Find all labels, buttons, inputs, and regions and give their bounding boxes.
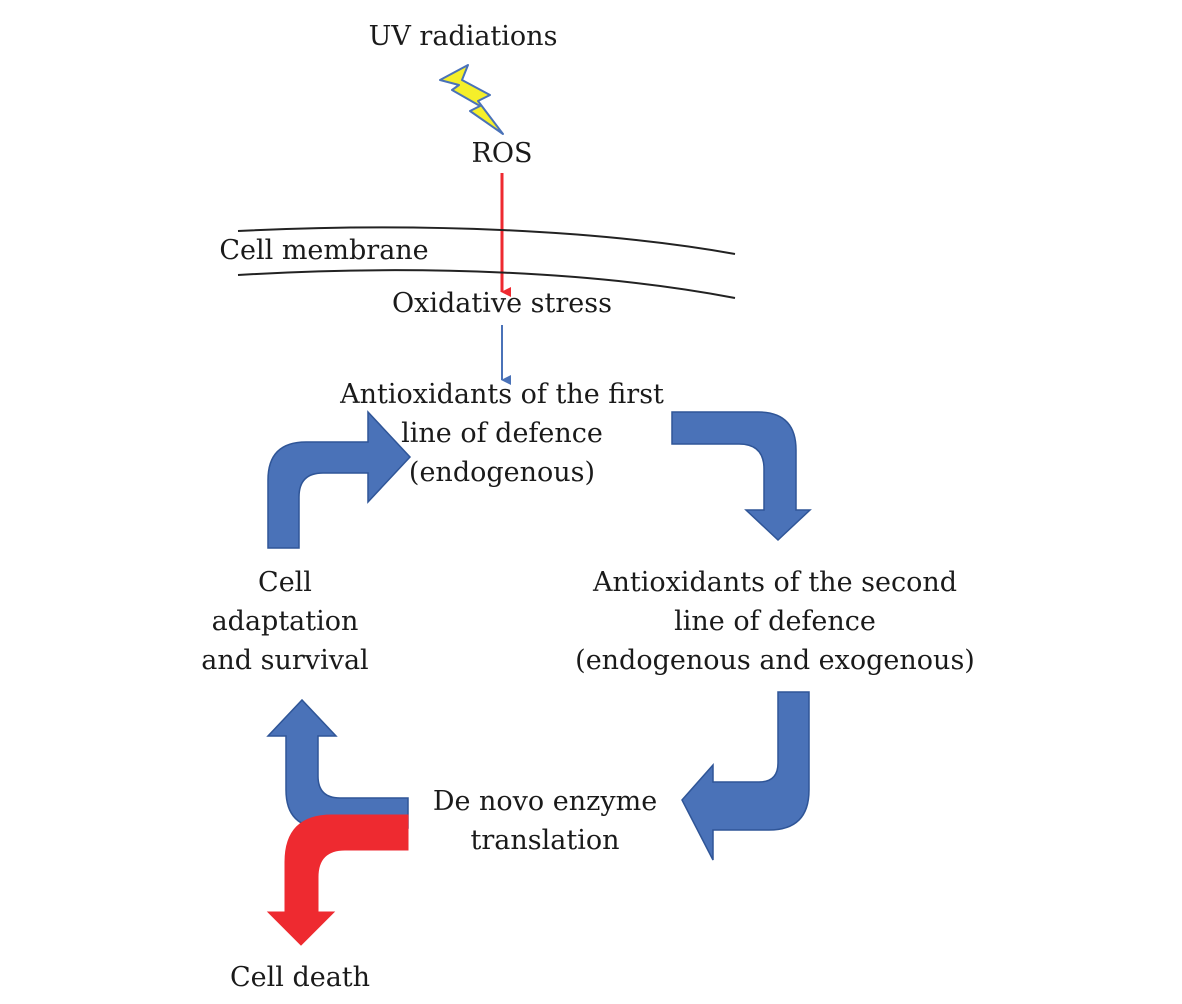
second-line-antioxidants-label: Antioxidants of the second line of defen… [575, 567, 975, 676]
cell-membrane-inner-line [237, 269, 736, 299]
cell-adaptation-label: Cell adaptation and survival [201, 567, 369, 676]
denovo-to-death-arrow [266, 814, 409, 946]
denovo-to-adaptation-arrow [266, 698, 409, 829]
ros-label: ROS [471, 138, 533, 169]
cell-membrane-outer-line [237, 226, 736, 255]
first-to-second-line-arrow [671, 411, 812, 542]
first-line-antioxidants-label: Antioxidants of the first line of defenc… [340, 379, 664, 488]
cell-membrane-label: Cell membrane [219, 235, 429, 266]
lightning-bolt-icon [439, 64, 504, 135]
oxidative-stress-label: Oxidative stress [392, 288, 612, 319]
second-line-to-denovo-arrow [681, 691, 810, 861]
uv-radiations-label: UV radiations [368, 21, 558, 52]
adaptation-to-first-line-arrow [267, 410, 412, 549]
cell-death-label: Cell death [229, 962, 371, 993]
de-novo-enzyme-label: De novo enzyme translation [432, 786, 658, 856]
